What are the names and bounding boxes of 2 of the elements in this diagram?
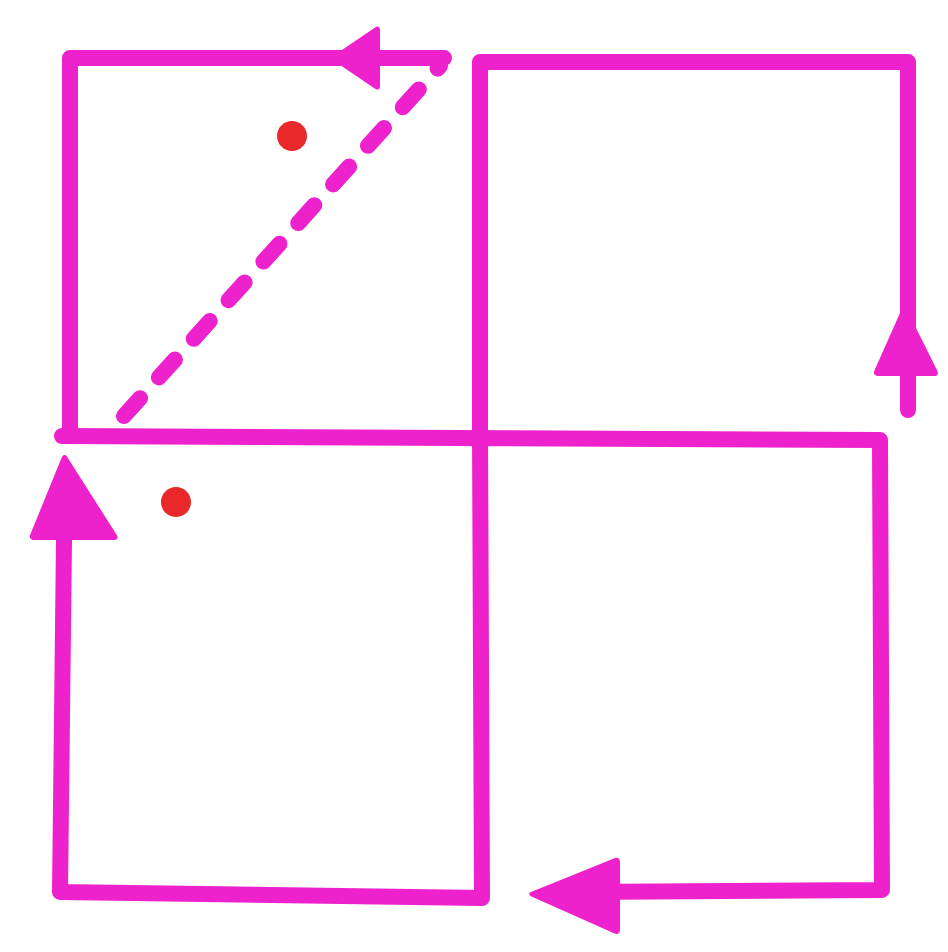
dot [161, 487, 191, 517]
dot [277, 121, 307, 151]
